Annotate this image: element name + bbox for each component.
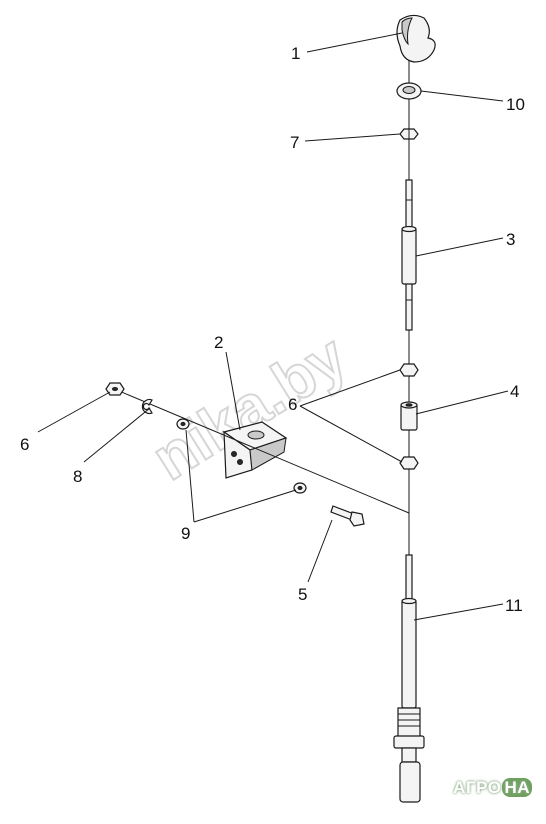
callout-11: 11	[505, 596, 523, 615]
part-flat-washer-a	[176, 418, 190, 430]
callout-6-center: 6	[288, 395, 297, 414]
callout-5: 5	[298, 585, 307, 604]
callout-2: 2	[214, 333, 223, 352]
part-ring-washer	[396, 82, 422, 100]
callout-3: 3	[506, 230, 515, 249]
bolt-axis-line	[111, 387, 410, 514]
callout-4: 4	[510, 382, 519, 401]
logo-prefix: АГРО	[453, 778, 502, 797]
callout-7: 7	[290, 133, 299, 152]
logo-suffix: НА	[502, 778, 532, 797]
part-flat-washer-b	[293, 482, 307, 494]
part-nut-top	[399, 128, 419, 140]
part-coupling-nut	[400, 401, 418, 431]
part-threaded-rod	[401, 179, 417, 331]
part-nut-upper	[399, 363, 419, 377]
callout-1: 1	[291, 44, 300, 63]
callout-10: 10	[506, 95, 525, 114]
callout-9: 9	[181, 524, 190, 543]
leader-lines	[37, 32, 509, 621]
callout-8: 8	[73, 467, 82, 486]
part-lock-washer	[141, 398, 153, 415]
part-cable-fitting	[393, 554, 425, 803]
part-knob	[396, 14, 436, 63]
callout-6-left: 6	[20, 435, 29, 454]
part-nut-left	[105, 382, 125, 396]
part-bolt	[330, 505, 365, 527]
part-nut-lower	[399, 456, 419, 470]
